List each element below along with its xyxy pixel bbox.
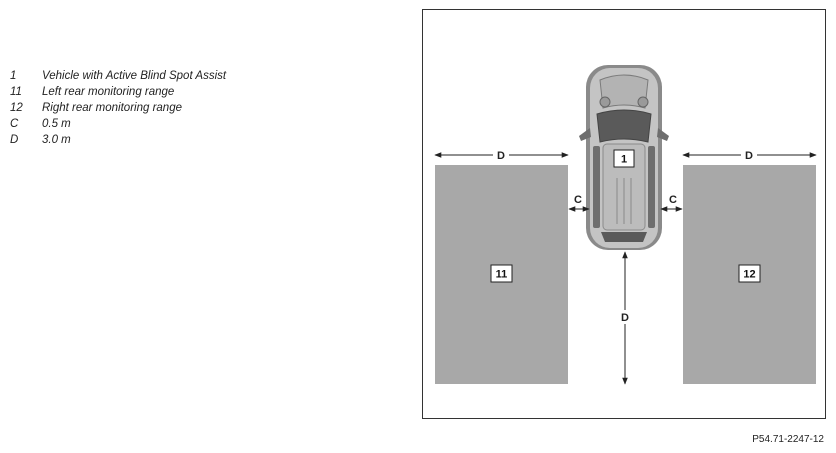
dimension-d-left-label: D: [497, 150, 505, 162]
legend-row-left-range: 11 Left rear monitoring range: [10, 84, 226, 100]
side-window-left: [593, 146, 600, 228]
legend-key: C: [10, 118, 19, 130]
mirror-left: [579, 128, 591, 141]
legend-row-d: D 3.0 m: [10, 132, 226, 148]
mirror-right: [657, 128, 669, 141]
legend-text: Left rear monitoring range: [42, 86, 175, 98]
left-zone-label: 11: [496, 269, 508, 281]
diagram-svg: 11 12: [434, 65, 817, 385]
windshield: [596, 109, 652, 143]
dimension-d-right-label: D: [745, 150, 753, 162]
dimension-c-right-label: C: [669, 194, 677, 206]
vehicle-label-box: [613, 149, 635, 168]
diagram-frame: 11 12: [422, 9, 826, 419]
headlight-right: [637, 96, 649, 108]
side-window-right: [648, 146, 655, 228]
legend-text: Vehicle with Active Blind Spot Assist: [42, 70, 227, 82]
legend-text: 3.0 m: [42, 134, 71, 146]
right-zone-label: 12: [743, 269, 755, 281]
legend-text: 0.5 m: [42, 118, 71, 130]
dimension-d-right-bg: [741, 149, 757, 161]
legend-text: Right rear monitoring range: [42, 102, 182, 114]
figure-reference-code: P54.71-2247-12: [752, 434, 824, 445]
dimension-c-left-label: C: [574, 194, 582, 206]
legend-key: 12: [10, 102, 23, 114]
legend: 1 Vehicle with Active Blind Spot Assist …: [10, 68, 226, 148]
legend-key: 11: [10, 86, 22, 98]
vehicle-label: 1: [621, 154, 627, 166]
right-zone-label-box: [738, 264, 761, 283]
legend-key: 1: [10, 70, 17, 82]
legend-row-right-range: 12 Right rear monitoring range: [10, 100, 226, 116]
dimension-d-left-bg: [493, 149, 509, 161]
dimension-d-rear-label: D: [621, 312, 629, 324]
vehicle: 1: [579, 65, 669, 250]
headlight-left: [599, 96, 611, 108]
legend-row-c: C 0.5 m: [10, 116, 226, 132]
legend-row-vehicle: 1 Vehicle with Active Blind Spot Assist: [10, 68, 226, 84]
left-zone-label-box: [490, 264, 513, 283]
legend-key: D: [10, 134, 19, 146]
dimension-d-rear-bg: [617, 310, 633, 324]
rear-window: [601, 232, 647, 242]
vehicle-hood: [599, 74, 649, 109]
